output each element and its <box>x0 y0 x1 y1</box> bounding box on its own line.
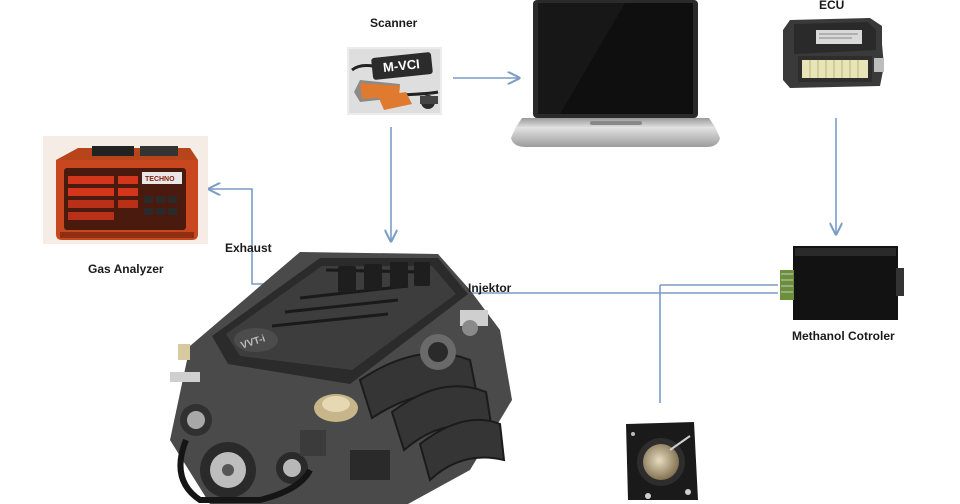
gas-analyzer-device: TECHNO <box>43 136 208 244</box>
scanner-device-label: M-VCI <box>382 56 420 75</box>
label-gas-analyzer: Gas Analyzer <box>88 262 164 276</box>
scanner-device: M-VCI <box>347 47 442 115</box>
label-scanner: Scanner <box>370 16 418 30</box>
label-ecu: ECU <box>819 0 844 12</box>
gas-analyzer-brand: TECHNO <box>145 176 175 183</box>
ecu-device <box>783 18 884 88</box>
label-methanol-controller: Methanol Cotroler <box>792 329 895 343</box>
laptop-device <box>511 0 720 147</box>
methanol-controller-device <box>780 246 904 320</box>
sensor-device <box>626 422 698 500</box>
label-injektor: Injektor <box>468 281 512 295</box>
label-exhaust: Exhaust <box>225 241 272 255</box>
engine-device: VVT-i <box>170 252 512 504</box>
